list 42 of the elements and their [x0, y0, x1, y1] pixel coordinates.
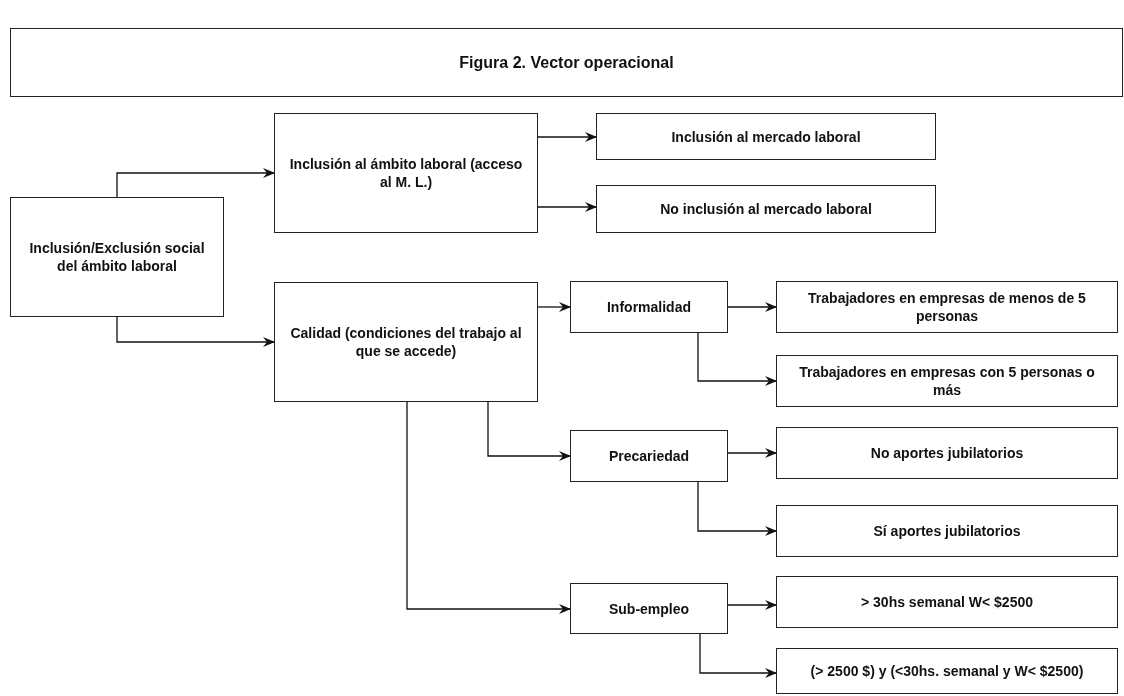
box-label: Calidad (condiciones del trabajo al que se accede) [289, 324, 523, 360]
concept-box [274, 113, 538, 233]
concept-box [596, 185, 936, 233]
title: Figura 2. Vector operacional [459, 52, 674, 73]
box-label: No aportes jubilatorios [870, 444, 1024, 462]
concept-box [570, 430, 728, 482]
concept-box [776, 355, 1118, 407]
arrow [116, 316, 275, 347]
box-label: > 30hs semanal W< $2500 [861, 593, 1033, 611]
box-label: Precariedad [608, 447, 690, 465]
box-label: Sí aportes jubilatorios [873, 522, 1021, 540]
concept-box [776, 576, 1118, 628]
box-label: Sub-empleo [608, 599, 690, 618]
box-label: No inclusión al mercado laboral [660, 200, 872, 218]
box-label: Inclusión al ámbito laboral (acceso al M. L.) [288, 155, 524, 191]
concept-box [10, 197, 224, 317]
concept-box [570, 583, 728, 634]
box-label: Inclusión al mercado laboral [671, 127, 861, 146]
concept-box [776, 505, 1118, 557]
arrow [487, 401, 571, 461]
box-label: Informalidad [607, 298, 691, 316]
arrow [699, 633, 777, 678]
concept-box [776, 281, 1118, 333]
arrow [537, 302, 571, 312]
arrow [727, 600, 777, 610]
box-label: Trabajadores en empresas de menos de 5 personas [807, 289, 1087, 325]
concept-box [776, 427, 1118, 479]
concept-box [570, 281, 728, 333]
arrow [727, 448, 777, 458]
arrow [116, 168, 275, 198]
arrow [697, 332, 777, 386]
box-label: Trabajadores en empresas con 5 personas o más [798, 363, 1096, 399]
concept-box [776, 648, 1118, 694]
arrow [697, 481, 777, 536]
arrow [406, 401, 571, 614]
arrow [537, 132, 597, 142]
concept-box [274, 282, 538, 402]
concept-box [596, 113, 936, 160]
arrow [537, 202, 597, 212]
arrow [727, 302, 777, 312]
box-label: (> 2500 $) y (<30hs. semanal y W< $2500) [810, 662, 1084, 680]
box-label: Inclusión/Exclusión social del ámbito laboral [28, 239, 206, 275]
